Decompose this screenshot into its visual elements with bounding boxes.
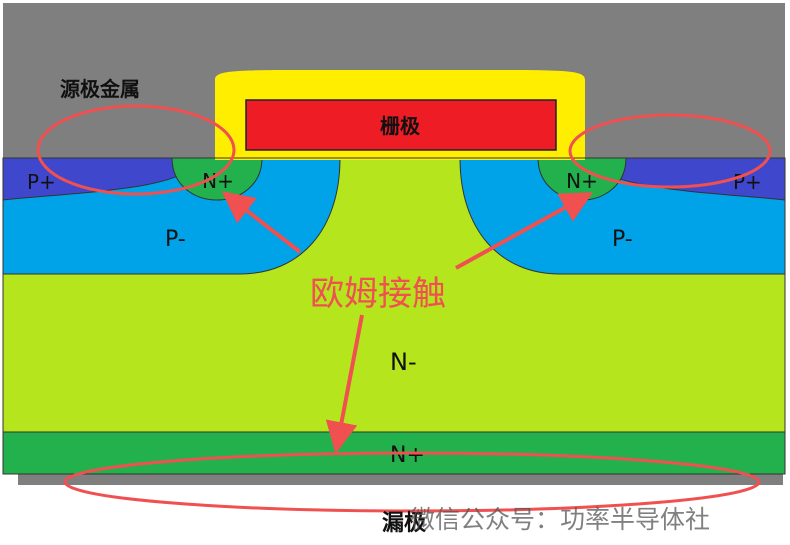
contact-ellipse-bottom	[63, 451, 761, 513]
p-plus-left-label: P+	[27, 170, 56, 194]
contact-ellipse-right	[568, 113, 772, 189]
n-minus-label: N-	[390, 348, 417, 376]
arrow-to-left-n-plus	[221, 191, 302, 254]
p-minus-left-label: P-	[165, 227, 186, 252]
drain-label: 漏极	[382, 510, 427, 536]
ohmic-contact-label: 欧姆接触	[310, 274, 446, 314]
p-minus-right-label: P-	[612, 227, 633, 252]
n-plus-substrate-label: N+	[390, 443, 425, 468]
arrow-to-right-n-plus	[455, 192, 593, 270]
gate-label: 栅极	[380, 114, 421, 138]
gate-electrode	[245, 99, 557, 151]
source-metal-label: 源极金属	[60, 77, 140, 101]
n-plus-substrate-region	[2, 431, 786, 475]
watermark-text: 微信公众号：功率半导体社	[410, 505, 710, 534]
contact-ellipse-left	[36, 104, 236, 196]
arrow-to-drain	[325, 314, 364, 454]
gate-oxide-bottom	[215, 150, 585, 160]
n-plus-source-left	[171, 157, 263, 201]
